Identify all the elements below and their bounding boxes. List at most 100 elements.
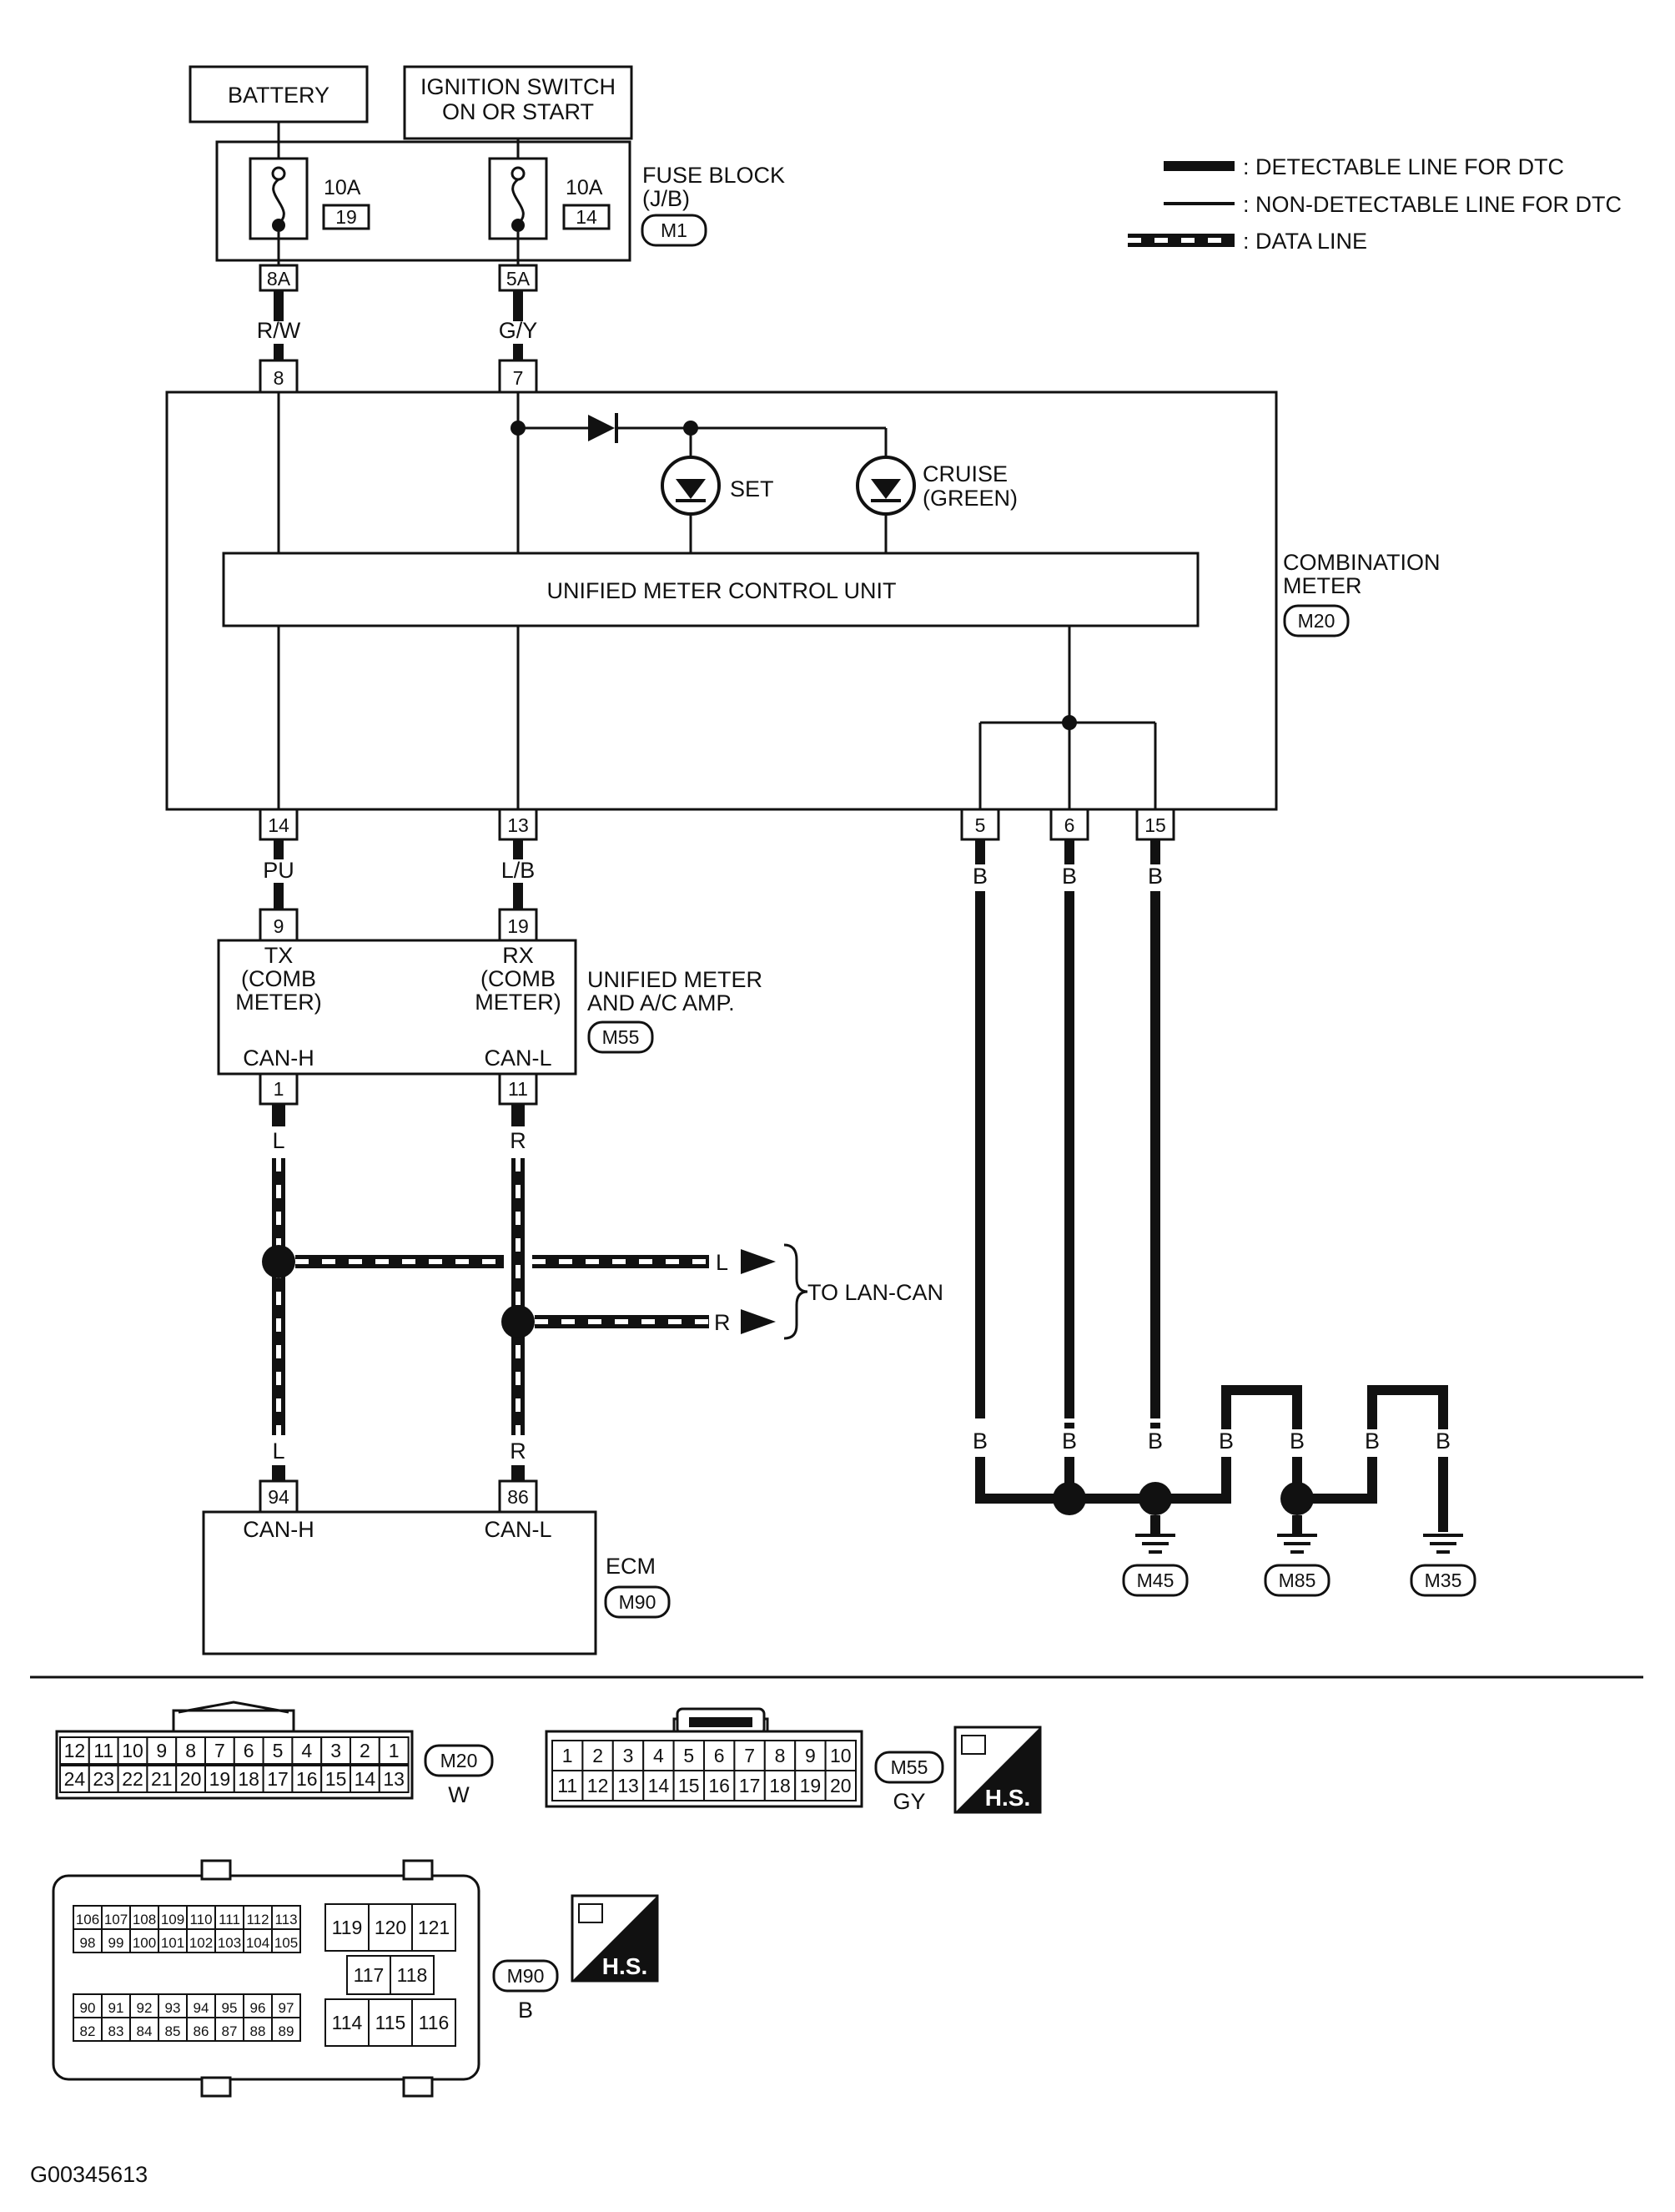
connector-cavity <box>146 1736 178 1765</box>
wire-lb-label: L/B <box>501 858 536 883</box>
connector-pin-number: 3 <box>330 1740 341 1761</box>
connector-pin-number: 1 <box>562 1745 573 1766</box>
ground-symbol-m85-icon <box>1277 1534 1317 1554</box>
meter-pin-7-label: 7 <box>513 367 524 389</box>
connector-cavity <box>214 1993 244 2018</box>
connector-pin-number: 119 <box>332 1917 363 1938</box>
connector-pin-number: 17 <box>739 1775 761 1796</box>
connector-pin-number: 95 <box>222 2000 238 2016</box>
combination-meter-connector: M20 <box>1298 610 1335 632</box>
connector-pin-number: 82 <box>80 2023 96 2039</box>
connector-cavity <box>611 1770 645 1801</box>
amp-title: UNIFIED METER <box>587 967 762 992</box>
connector-cavity <box>129 1993 159 2018</box>
m55-view-badge <box>874 1751 944 1784</box>
meter-pin-7 <box>498 359 538 394</box>
ground-label-5: B <box>1290 1428 1305 1454</box>
can-l-wire-label-top: R <box>510 1128 526 1153</box>
fuse-14-rating: 10A <box>566 176 603 199</box>
connector-cavity <box>291 1736 323 1765</box>
fuse-block-subtitle: (J/B) <box>642 186 690 211</box>
connector-pin-number: 23 <box>93 1768 114 1790</box>
connector-pin-number: 15 <box>325 1768 347 1790</box>
amp-pin-19-label: 19 <box>507 915 529 937</box>
wire-gy-label: G/Y <box>499 318 538 343</box>
connector-pin-number: 90 <box>80 2000 96 2016</box>
meter-pin-6-label: 6 <box>1064 814 1075 836</box>
amp-tx-sub-label: (COMB <box>241 966 316 991</box>
meter-pin-5 <box>960 808 1000 841</box>
connector-pin-number: 83 <box>108 2023 124 2039</box>
ground-wire-label-15: B <box>1148 864 1163 889</box>
ground-label-2: B <box>1062 1428 1077 1454</box>
amp-rx-sub-label-2: METER) <box>475 990 561 1015</box>
connector-cavity <box>794 1770 827 1801</box>
connector-pin-number: 14 <box>648 1775 670 1796</box>
connector-cavity <box>204 1736 235 1765</box>
connector-pin-number: 14 <box>355 1768 376 1790</box>
connector-pin-number: 16 <box>708 1775 730 1796</box>
fuse-19-number: 19 <box>335 206 357 228</box>
unified-meter-ac-amp: 9 19 TX (COMB METER) RX (COMB METER) CAN… <box>217 908 577 1106</box>
ground-symbol-m35-icon <box>1423 1534 1463 1554</box>
connector-pin-number: 6 <box>244 1740 254 1761</box>
meter-pin-15-label: 15 <box>1144 814 1166 836</box>
connector-cavity <box>214 1928 244 1953</box>
connector-pin-number: 9 <box>156 1740 167 1761</box>
connector-cavity <box>320 1765 352 1793</box>
control-unit-label: UNIFIED METER CONTROL UNIT <box>546 578 896 603</box>
lan-brace <box>783 1243 808 1340</box>
connector-cavity <box>101 1993 131 2018</box>
amp-can-h-label: CAN-H <box>243 1046 314 1071</box>
connector-pin-number: 101 <box>161 1935 184 1951</box>
connector-pin-number: 88 <box>250 2023 266 2039</box>
connector-pin-number: 5 <box>273 1740 284 1761</box>
harness-side-icon-2: H.S. <box>571 1894 659 1983</box>
amp-title-2: AND A/C AMP. <box>587 990 735 1015</box>
connector-pin-number: 96 <box>250 2000 266 2016</box>
ground-label-7: B <box>1436 1428 1451 1454</box>
set-label: SET <box>730 476 774 501</box>
fuse-14-number: 14 <box>576 206 597 228</box>
connector-pin-number: 102 <box>189 1935 213 1951</box>
connector-cavity <box>175 1736 206 1765</box>
connector-pin-number: 93 <box>165 2000 181 2016</box>
connector-pin-number: 91 <box>108 2000 124 2016</box>
ecm-connector: M90 <box>619 1591 656 1613</box>
connector-cavity <box>214 2017 244 2042</box>
connector-cavity <box>672 1770 705 1801</box>
connector-pin-number: 5 <box>683 1745 694 1766</box>
connector-pin-number: 105 <box>274 1935 298 1951</box>
amp-connector: M55 <box>602 1026 640 1048</box>
connector-pin-number: 6 <box>714 1745 725 1766</box>
fuse-output-5a-label: 5A <box>506 268 531 290</box>
connector-pin-number: 4 <box>301 1740 312 1761</box>
ecm: 94 86 CAN-H CAN-L <box>202 1479 597 1655</box>
legend-detectable-label: : DETECTABLE LINE FOR DTC <box>1243 154 1564 179</box>
ground-m35-label: M35 <box>1425 1570 1462 1591</box>
lan-r-arrow-icon <box>741 1309 776 1334</box>
connector-pin-number: 24 <box>64 1768 86 1790</box>
connector-pin-number: 20 <box>830 1775 852 1796</box>
ecm-pin-94-label: 94 <box>268 1486 289 1508</box>
ground-symbol-m45-icon <box>1135 1534 1175 1554</box>
ground-m45-label: M45 <box>1137 1570 1175 1591</box>
connector-cavity <box>324 1998 370 2047</box>
amp-pin-19 <box>498 908 538 942</box>
ecm-can-l-label: CAN-L <box>484 1517 551 1542</box>
connector-pin-number: 12 <box>587 1775 609 1796</box>
ground-label-3: B <box>1148 1428 1163 1454</box>
connector-pin-number: 2 <box>360 1740 370 1761</box>
connector-pin-number: 11 <box>557 1775 577 1796</box>
connector-cavity <box>186 2017 216 2042</box>
amp-pin-11 <box>498 1072 538 1106</box>
battery-label: BATTERY <box>228 83 329 108</box>
connector-pin-number: 19 <box>800 1775 822 1796</box>
lan-branch-r-label: R <box>714 1310 731 1335</box>
m90-view-id: M90 <box>507 1965 545 1987</box>
connector-pin-number: 99 <box>108 1935 124 1951</box>
amp-pin-9-label: 9 <box>274 915 284 937</box>
connector-pin-number: 15 <box>678 1775 700 1796</box>
m55-view-color: GY <box>893 1789 925 1814</box>
